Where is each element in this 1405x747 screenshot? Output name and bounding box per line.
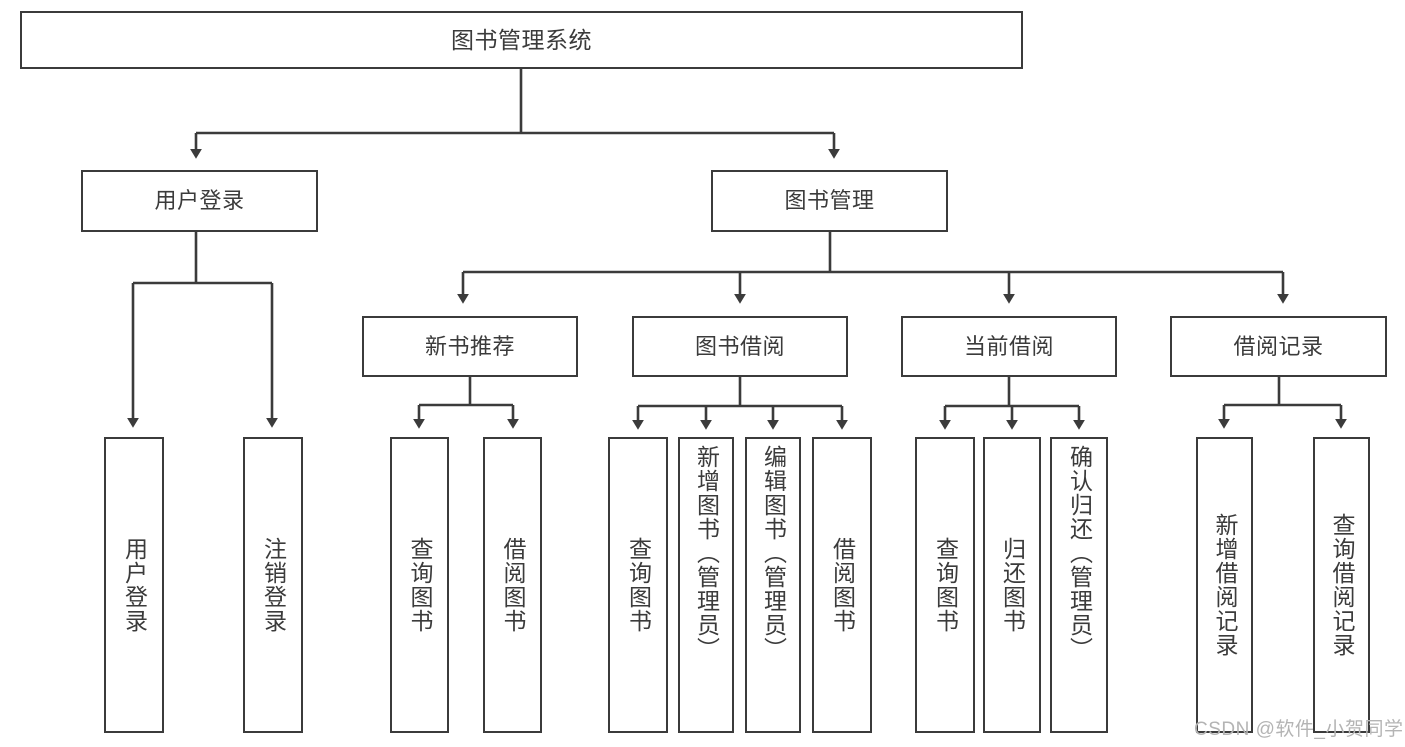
node-leaf-borrow-book-1-label: 借阅图书 xyxy=(500,537,526,633)
node-leaf-borrow-book-2[interactable]: 借阅图书 xyxy=(812,437,872,733)
node-new-book-recommend-label: 新书推荐 xyxy=(424,333,515,359)
node-leaf-return-book[interactable]: 归还图书 xyxy=(983,437,1041,733)
node-leaf-add-book-label: 新增图书（管理员） xyxy=(693,445,720,661)
node-book-manage[interactable]: 图书管理 xyxy=(711,170,948,232)
node-root-label: 图书管理系统 xyxy=(451,26,592,53)
node-user-login[interactable]: 用户登录 xyxy=(81,170,318,232)
node-borrow-record-label: 借阅记录 xyxy=(1233,333,1324,359)
node-leaf-user-login[interactable]: 用户登录 xyxy=(104,437,164,733)
node-leaf-query-book-3-label: 查询图书 xyxy=(932,537,959,633)
node-leaf-logout-label: 注销登录 xyxy=(260,537,287,633)
node-leaf-add-book[interactable]: 新增图书（管理员） xyxy=(678,437,734,733)
node-leaf-edit-book[interactable]: 编辑图书（管理员） xyxy=(745,437,801,733)
node-leaf-query-book-2-label: 查询图书 xyxy=(625,537,652,633)
node-new-book-recommend[interactable]: 新书推荐 xyxy=(362,316,578,377)
node-leaf-add-record[interactable]: 新增借阅记录 xyxy=(1196,437,1253,733)
node-book-manage-label: 图书管理 xyxy=(784,188,875,214)
node-borrow-record[interactable]: 借阅记录 xyxy=(1170,316,1387,377)
node-current-borrow[interactable]: 当前借阅 xyxy=(901,316,1117,377)
node-book-borrow-label: 图书借阅 xyxy=(694,333,785,359)
node-leaf-confirm-return-label: 确认归还（管理员） xyxy=(1066,445,1093,661)
node-leaf-query-record[interactable]: 查询借阅记录 xyxy=(1313,437,1370,733)
node-leaf-return-book-label: 归还图书 xyxy=(999,537,1026,633)
node-leaf-edit-book-label: 编辑图书（管理员） xyxy=(760,445,787,661)
node-leaf-add-record-label: 新增借阅记录 xyxy=(1212,513,1238,657)
node-leaf-query-book-1[interactable]: 查询图书 xyxy=(390,437,449,733)
node-current-borrow-label: 当前借阅 xyxy=(963,333,1054,359)
node-leaf-query-book-1-label: 查询图书 xyxy=(407,537,433,633)
node-leaf-query-book-2[interactable]: 查询图书 xyxy=(608,437,668,733)
node-leaf-query-book-3[interactable]: 查询图书 xyxy=(915,437,975,733)
node-leaf-confirm-return[interactable]: 确认归还（管理员） xyxy=(1050,437,1108,733)
node-user-login-label: 用户登录 xyxy=(154,188,245,214)
node-leaf-query-record-label: 查询借阅记录 xyxy=(1329,513,1355,657)
node-leaf-borrow-book-2-label: 借阅图书 xyxy=(829,537,856,633)
node-leaf-borrow-book-1[interactable]: 借阅图书 xyxy=(483,437,542,733)
node-leaf-user-login-label: 用户登录 xyxy=(121,537,148,633)
node-book-borrow[interactable]: 图书借阅 xyxy=(632,316,848,377)
node-root[interactable]: 图书管理系统 xyxy=(20,11,1023,69)
node-leaf-logout[interactable]: 注销登录 xyxy=(243,437,303,733)
